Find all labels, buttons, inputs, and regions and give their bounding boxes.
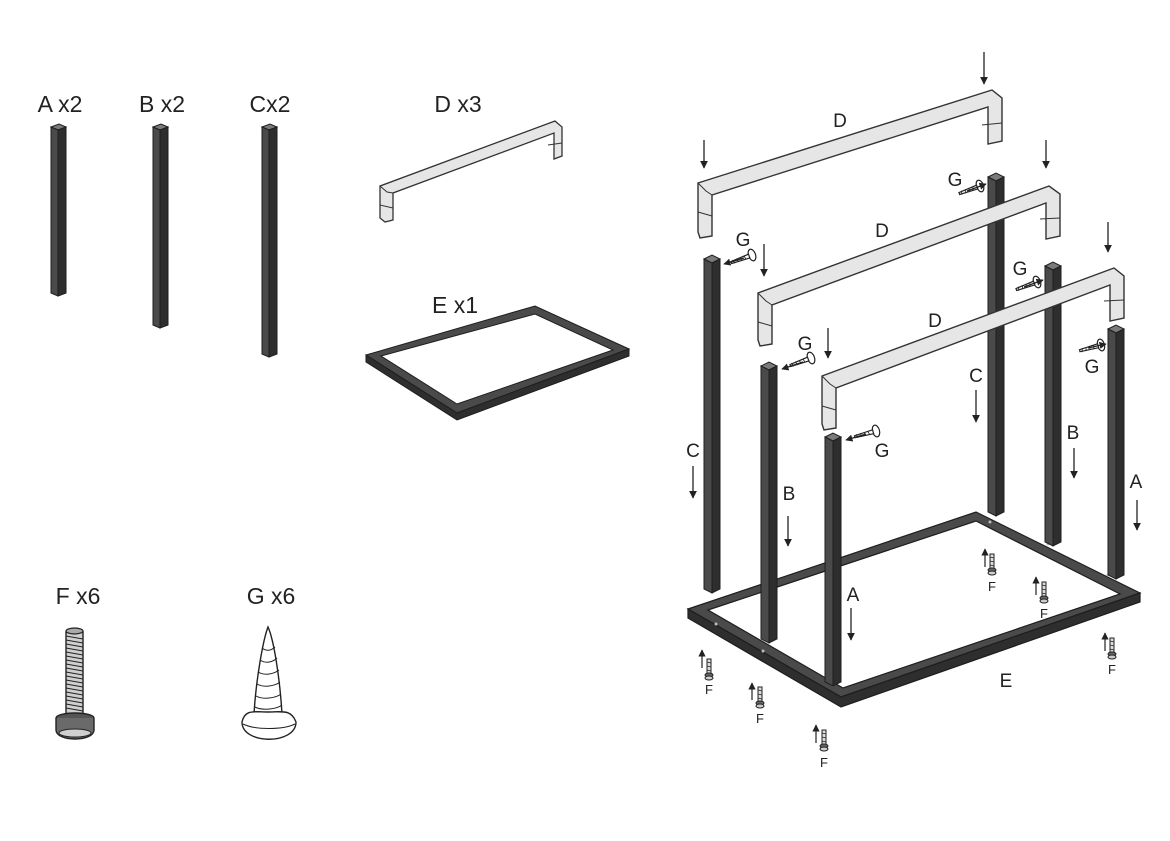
part-f-bolt-icon [55, 627, 95, 740]
part-e-label: E x1 [432, 292, 478, 318]
assembly-leg-a-back [1106, 324, 1126, 580]
assembly-leg-b-front [759, 361, 779, 644]
part-f-label: F x6 [56, 583, 101, 609]
part-a-leg-icon [49, 123, 68, 297]
part-d-label: D x3 [434, 91, 481, 117]
assembly-handle-d-3 [821, 267, 1125, 431]
label-f-6: F [1108, 662, 1116, 677]
part-c-label: Cx2 [250, 91, 291, 117]
label-f-1: F [705, 682, 713, 697]
part-d: D x3 [379, 91, 563, 223]
part-e-frame-icon [364, 305, 631, 421]
label-b-1: B [783, 484, 796, 505]
assembly-base-frame-e [686, 511, 1142, 708]
part-a: A x2 [38, 91, 83, 297]
label-c-1: C [686, 441, 700, 462]
label-g-4: G [798, 334, 813, 355]
assembly-handle-d-1 [697, 89, 1003, 239]
exploded-assembly: D D D G G G G G G C C B B A A E F F F F … [686, 52, 1143, 770]
assembly-handle-d-2 [757, 185, 1061, 347]
assembly-leg-c-front [702, 254, 722, 594]
assembly-leg-b-back [1043, 261, 1063, 547]
label-f-5: F [1040, 606, 1048, 621]
part-c-leg-icon [260, 123, 279, 358]
part-e: E x1 [364, 292, 631, 421]
label-f-4: F [988, 579, 996, 594]
part-f: F x6 [55, 583, 101, 740]
assembly-bolt-f-1 [698, 649, 714, 681]
part-g-screw-icon [241, 625, 297, 740]
label-a-1: A [847, 585, 860, 606]
assembly-bolt-f-6 [1101, 632, 1117, 660]
label-g-2: G [736, 230, 751, 251]
part-b: B x2 [139, 91, 185, 329]
label-e: E [1000, 671, 1013, 692]
label-f-2: F [756, 711, 764, 726]
part-c: Cx2 [250, 91, 291, 358]
assembly-bolt-f-5 [1032, 576, 1049, 604]
part-d-handle-icon [379, 120, 563, 223]
label-g-3: G [1013, 259, 1028, 280]
assembly-leg-c-back [986, 172, 1006, 517]
part-b-label: B x2 [139, 91, 185, 117]
part-a-label: A x2 [38, 91, 83, 117]
label-g-1: G [948, 170, 963, 191]
label-g-6: G [875, 441, 890, 462]
label-d-3: D [928, 311, 942, 332]
assembly-screw-g-5 [852, 423, 882, 444]
label-g-5: G [1085, 357, 1100, 378]
part-g-label: G x6 [247, 583, 296, 609]
label-c-2: C [969, 366, 983, 387]
assembly-bolt-f-4 [981, 548, 997, 576]
part-g: G x6 [241, 583, 297, 740]
label-b-2: B [1067, 423, 1080, 444]
assembly-bolt-f-3 [812, 724, 829, 752]
label-d-1: D [833, 111, 847, 132]
label-a-2: A [1130, 472, 1143, 493]
label-d-2: D [875, 221, 889, 242]
assembly-labels: D D D G G G G G G C C B B A A E F F F F … [686, 111, 1143, 770]
assembly-down-arrows [689, 52, 1141, 641]
assembly-leg-a-front [823, 432, 843, 687]
part-b-leg-icon [151, 123, 170, 329]
label-f-3: F [820, 755, 828, 770]
assembly-bolt-f-2 [748, 682, 765, 709]
